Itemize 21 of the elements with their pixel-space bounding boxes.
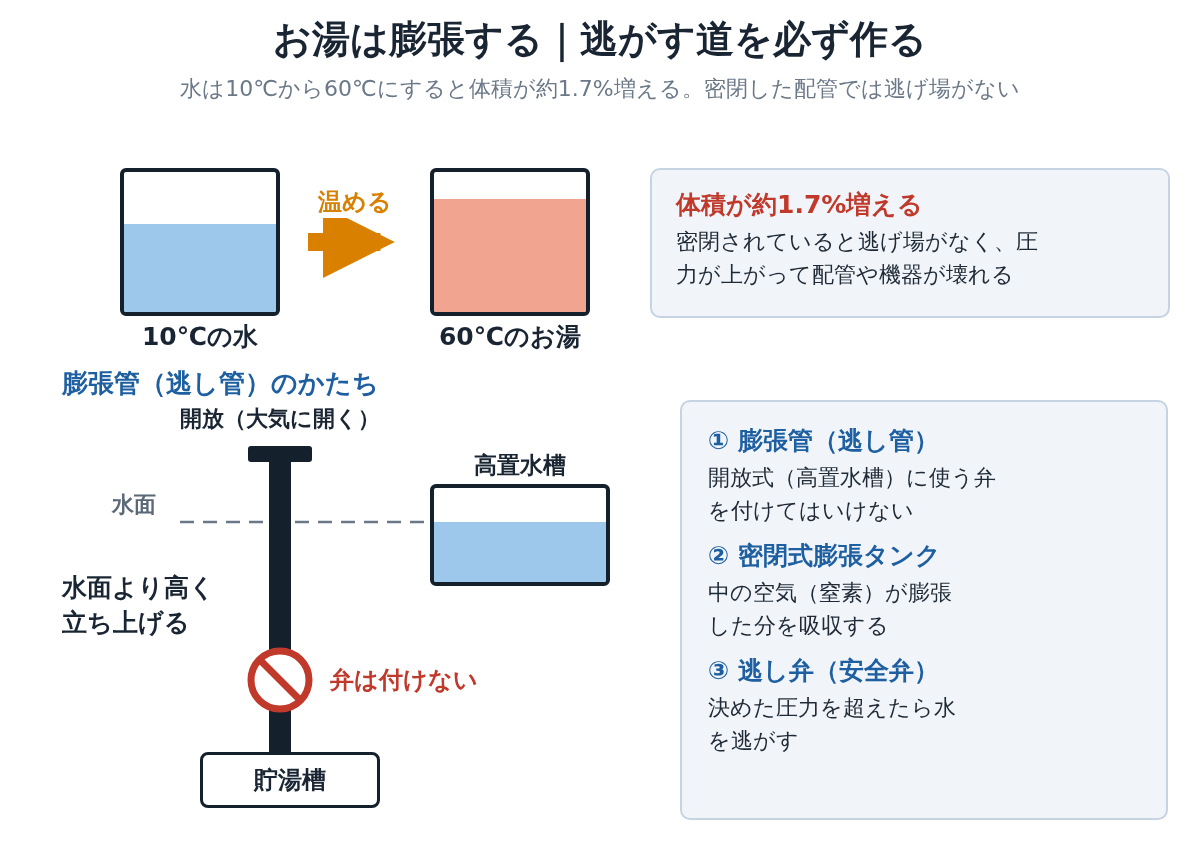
tank-label: 高置水槽 <box>473 451 567 480</box>
section-heading: 膨張管（逃し管）のかたち <box>62 367 379 400</box>
subtitle: 水は10℃から60℃にすると体積が約1.7%増える。密閉した配管では逃げ場がない <box>179 75 1021 103</box>
container-label: 10℃の水 <box>140 321 260 353</box>
title: お湯は膨張する｜逃がす道を必ず作る <box>272 16 928 64</box>
card-text: 密閉されていると逃げ場がなく、圧力が上がって配管や機器が壊れる <box>676 228 1039 289</box>
card-text: 開放式（高置水槽）に使う弁を付けてはいけない <box>708 464 997 525</box>
card-heading: 体積が約1.7%増える <box>676 189 925 221</box>
card-text: 決めた圧力を超えたら水を逃がす <box>708 694 957 755</box>
card-heading: ② 密閉式膨張タンク <box>708 540 942 572</box>
water-level-label: 水面 <box>112 491 156 519</box>
info-card <box>680 400 1168 820</box>
card-heading: ③ 逃し弁（安全弁） <box>708 655 940 687</box>
opening-label: 開放（大気に開く） <box>179 405 381 433</box>
note-text: 水面より高く立ち上げる <box>62 572 216 639</box>
card-text: 中の空気（窒素）が膨張した分を吸収する <box>708 579 953 640</box>
container-label: 60℃のお湯 <box>437 321 583 353</box>
card-heading: ① 膨張管（逃し管） <box>708 425 940 457</box>
info-card <box>650 168 1170 318</box>
tank-box: 貯湯槽 <box>200 752 380 808</box>
warning-text: 弁は付けない <box>330 665 478 696</box>
